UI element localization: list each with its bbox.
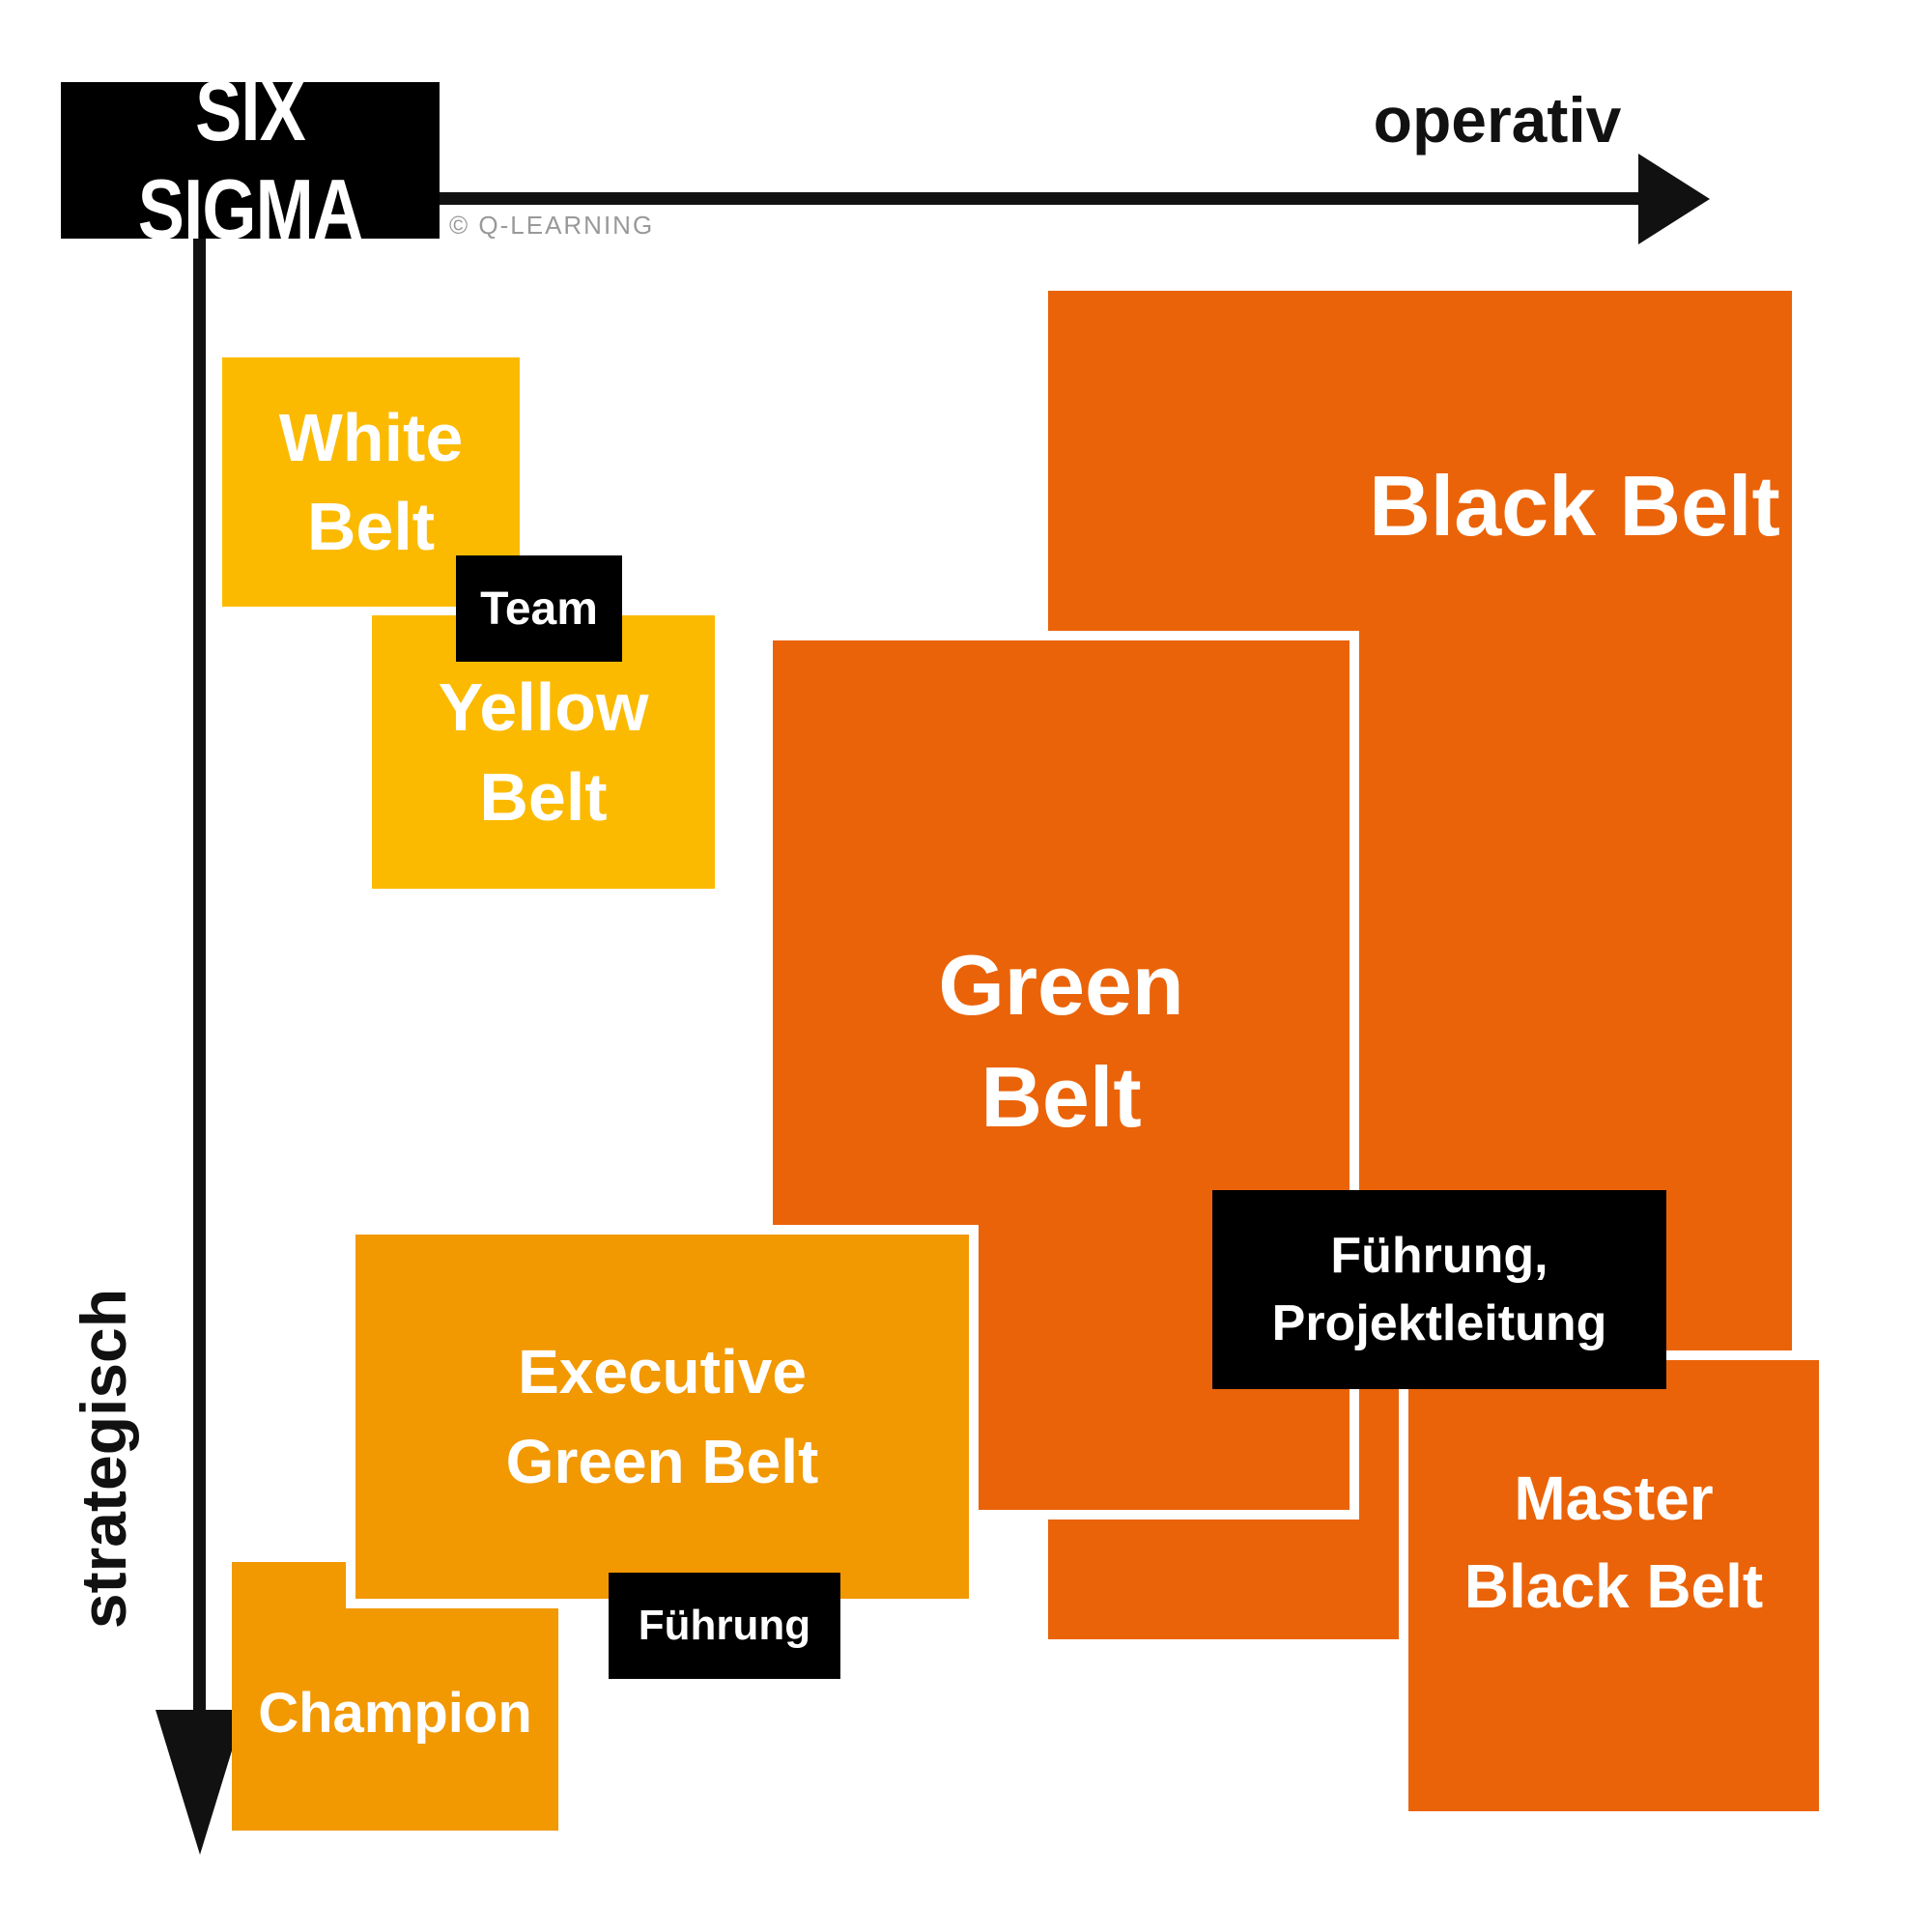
- team-tag: Team: [456, 555, 622, 662]
- fuehrung-projektleitung-line2: Projektleitung: [1271, 1295, 1607, 1351]
- black-belt-label-line2: Belt: [1619, 458, 1780, 554]
- white-belt-label-line2: Belt: [306, 489, 436, 564]
- fuehrung-tag-label: Führung: [638, 1602, 811, 1649]
- six-sigma-title: SIX SIGMA: [137, 63, 363, 257]
- horizontal-axis-arrowhead-icon: [1638, 154, 1710, 244]
- green-belt-label-line1: Green: [938, 936, 1184, 1033]
- executive-green-belt-label-line1: Executive: [518, 1336, 807, 1406]
- champion-label: Champion: [258, 1682, 532, 1745]
- vertical-axis-arrowhead-icon: [156, 1710, 244, 1855]
- green-belt-label-line2: Belt: [980, 1049, 1142, 1145]
- executive-green-belt-label-line2: Green Belt: [505, 1426, 819, 1496]
- black-belt-label-line1: Black: [1369, 458, 1597, 554]
- yellow-belt-label-line1: Yellow: [438, 669, 649, 746]
- fuehrung-tag: Führung: [609, 1573, 840, 1679]
- six-sigma-title-box: SIX SIGMA: [61, 63, 440, 257]
- y-axis-label: strategisch: [68, 1288, 139, 1630]
- copyright-watermark: © Q-LEARNING: [449, 211, 655, 240]
- x-axis-label: operativ: [1373, 84, 1622, 156]
- team-tag-label: Team: [480, 582, 598, 635]
- black-belt-label: Black Belt: [1357, 450, 1792, 562]
- executive-green-belt-box: Executive Green Belt: [346, 1225, 979, 1608]
- vertical-axis-line: [193, 239, 206, 1712]
- yellow-belt-label-line2: Belt: [479, 758, 608, 835]
- fuehrung-projektleitung-line1: Führung,: [1330, 1227, 1548, 1284]
- master-black-belt-label-line2: Black Belt: [1463, 1550, 1764, 1621]
- white-belt-label-line1: White: [278, 399, 464, 475]
- master-black-belt-box: Master Black Belt: [1408, 1360, 1819, 1811]
- master-black-belt-label-line1: Master: [1514, 1463, 1714, 1533]
- fuehrung-projektleitung-tag: Führung, Projektleitung: [1212, 1190, 1666, 1389]
- horizontal-axis-line: [440, 192, 1640, 205]
